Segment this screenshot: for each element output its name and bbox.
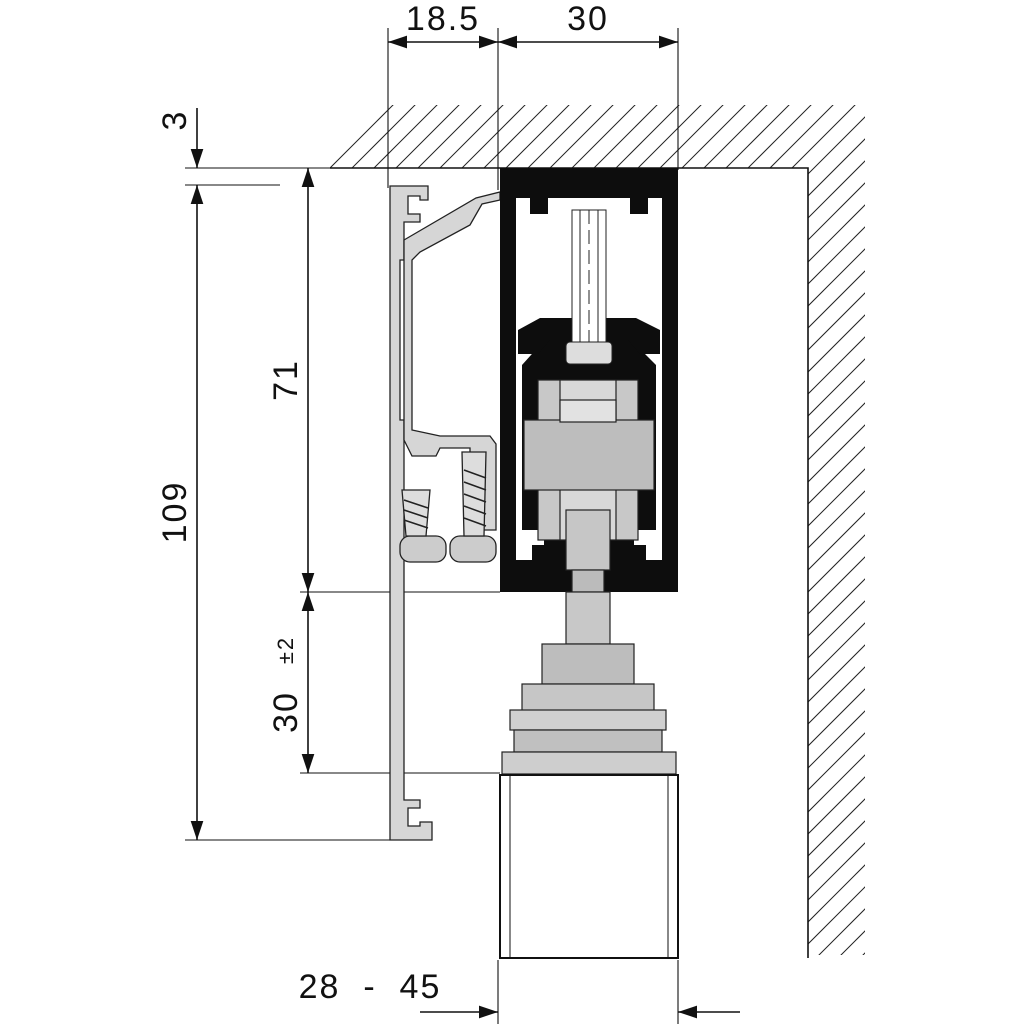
dim-door-thickness: 28 - 45: [299, 968, 442, 1006]
hatch-line: [749, 105, 865, 955]
hatch-line: [683, 105, 865, 955]
roller-carriage: [501, 379, 677, 775]
hatch-line: [882, 68, 1024, 1024]
dim-18-5: 18.5: [406, 0, 480, 38]
hatch-line: [992, 68, 1024, 1024]
dim-3: 3: [156, 110, 194, 131]
dim-30-top: 30: [567, 0, 609, 38]
dim-30-door: 30: [267, 691, 305, 733]
dim-109: 109: [156, 481, 194, 544]
hatch-line: [815, 105, 865, 955]
hatch-line: [859, 105, 865, 955]
ceiling-wall-outline: [330, 167, 809, 958]
glass-door: [499, 774, 679, 959]
hatch-line: [837, 105, 865, 955]
cover-profile: [389, 185, 501, 841]
dim-tolerance: ±2: [273, 636, 298, 664]
dimension-lines: [190, 35, 740, 1019]
hatch-line: [926, 68, 1024, 1024]
hatch-line: [330, 105, 431, 955]
hatch-line: [904, 68, 1024, 1024]
hatch-line: [705, 105, 865, 955]
hatch-line: [330, 105, 453, 955]
hatch-line: [970, 68, 1024, 1024]
hatch-line: [1014, 68, 1024, 1024]
hatch-line: [948, 68, 1024, 1024]
dim-71: 71: [267, 359, 305, 401]
hatch-line: [661, 105, 865, 955]
glass-hanger-rod: [565, 209, 613, 365]
hatch-line: [727, 105, 865, 955]
hatch-line: [793, 105, 865, 955]
